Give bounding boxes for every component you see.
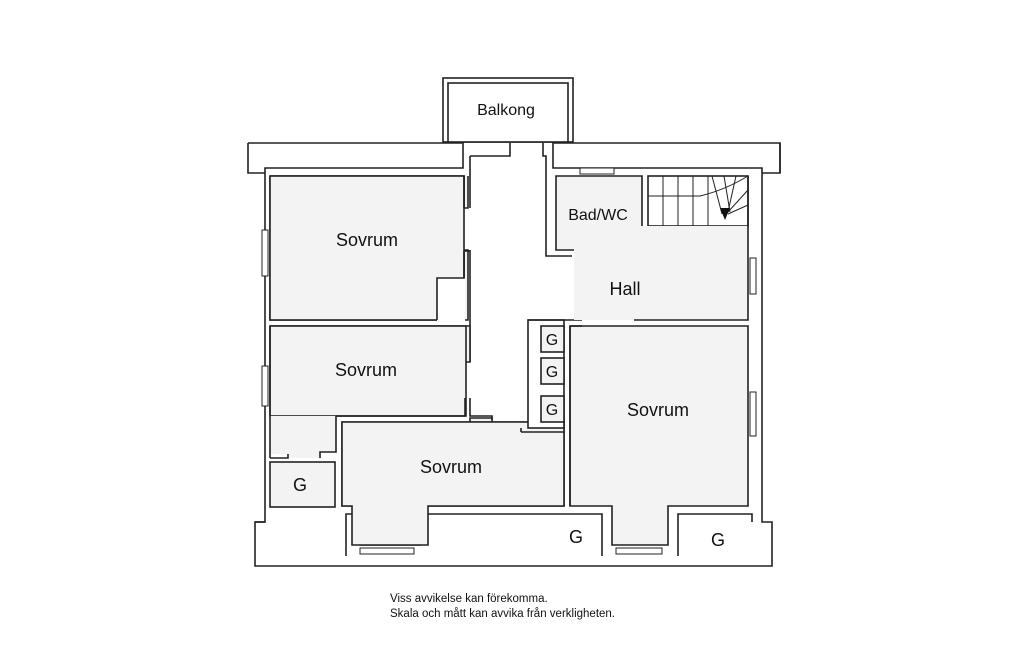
disclaimer: Viss avvikelse kan förekomma. Skala och … — [390, 592, 615, 622]
room-sovrum-right — [569, 325, 749, 546]
staircase — [647, 175, 749, 227]
room-garderob-bottom-mid — [428, 513, 603, 556]
room-hall — [574, 226, 748, 320]
label-sovrum-right: Sovrum — [627, 400, 689, 420]
label-garderob-3: G — [546, 402, 558, 419]
room-garderob-left — [269, 461, 336, 508]
label-garderob-bottom-mid: G — [569, 527, 583, 547]
disclaimer-line-2: Skala och mått kan avvika från verklighe… — [390, 608, 616, 620]
label-garderob-bottom-right: G — [711, 530, 725, 550]
label-garderob-1: G — [546, 332, 558, 349]
label-sovrum-mid-left: Sovrum — [335, 360, 397, 380]
room-garderob-bottom-right — [677, 513, 753, 556]
label-hall: Hall — [609, 279, 640, 299]
stair-arrow-icon — [720, 208, 730, 220]
label-sovrum-top-left: Sovrum — [336, 230, 398, 250]
label-bad-wc: Bad/WC — [568, 207, 628, 224]
label-garderob-2: G — [546, 364, 558, 381]
disclaimer-line-1: Viss avvikelse kan förekomma. — [390, 593, 548, 605]
label-balkong: Balkong — [477, 102, 535, 119]
label-garderob-left: G — [293, 475, 307, 495]
label-sovrum-bottom-mid: Sovrum — [420, 457, 482, 477]
